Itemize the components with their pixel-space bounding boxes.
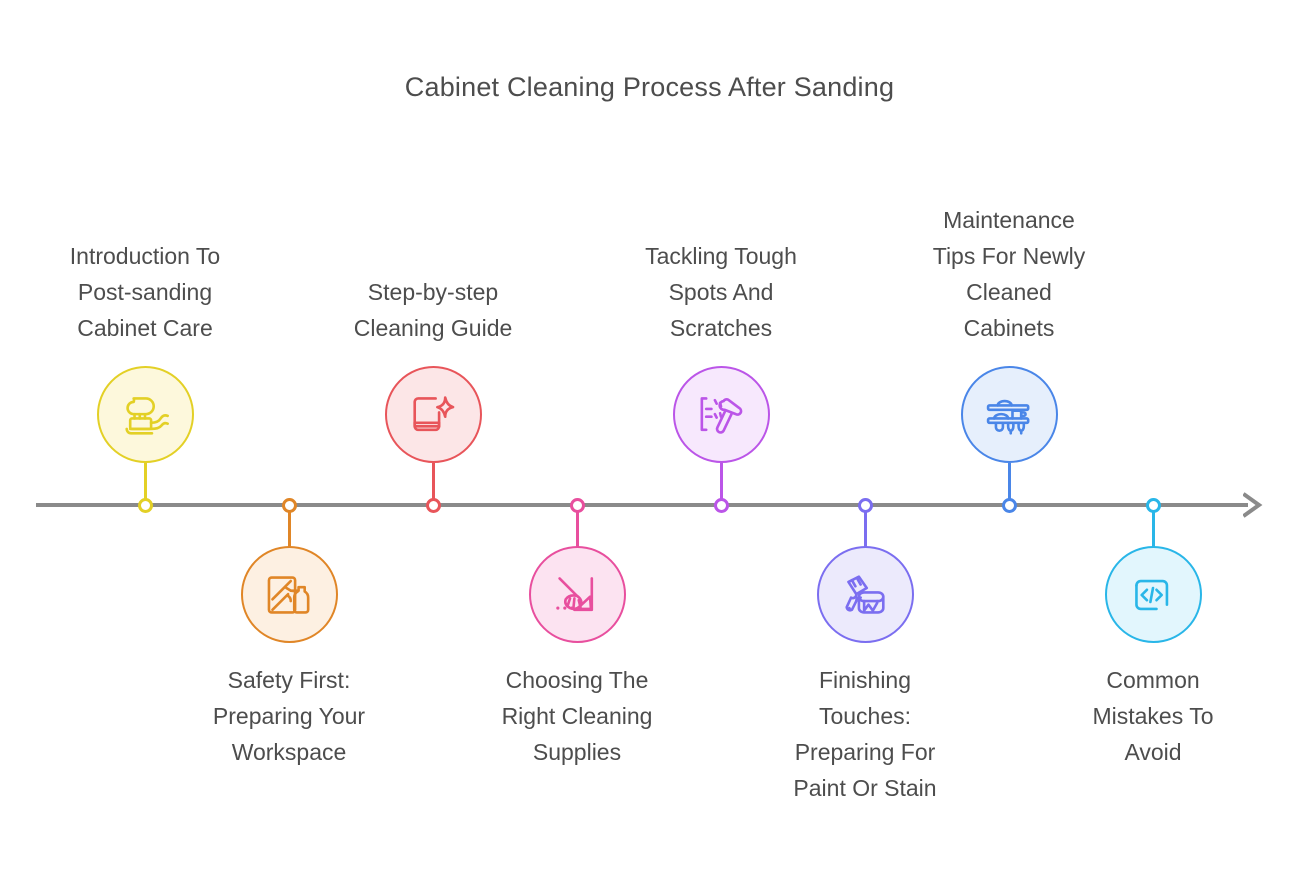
node-icon-bubble[interactable] (528, 546, 626, 643)
node-axis-dot[interactable] (713, 497, 729, 513)
node-label: Safety First: Preparing Your Workspace (212, 667, 366, 765)
timeline-arrow-right-icon (1243, 492, 1263, 518)
node-axis-dot[interactable] (425, 497, 441, 513)
node-icon-bubble[interactable] (384, 366, 482, 463)
node-axis-dot[interactable] (1145, 497, 1161, 513)
timeline-axis (36, 503, 1248, 507)
node-label: Introduction To Post-sanding Cabinet Car… (69, 243, 221, 341)
node-connector-stem (863, 505, 867, 547)
cloth-sparkle-icon (413, 395, 455, 431)
node-icon-bubble[interactable] (816, 546, 914, 643)
node-label: Step-by-step Cleaning Guide (353, 279, 513, 341)
node-label: Maintenance Tips For Newly Cleaned Cabin… (932, 207, 1086, 341)
spray-bottle-surface-icon (267, 575, 310, 614)
node-connector-stem (431, 463, 435, 505)
hammer-chisel-icon (700, 396, 743, 434)
node-connector-stem (719, 463, 723, 505)
node-connector-stem (575, 505, 579, 547)
node-axis-dot[interactable] (569, 497, 585, 513)
broom-sweep-icon (556, 576, 594, 611)
code-brackets-icon (1135, 579, 1169, 610)
node-axis-dot[interactable] (1001, 497, 1017, 513)
paintbrush-can-icon (845, 574, 885, 614)
node-axis-dot[interactable] (857, 497, 873, 513)
node-label: Choosing The Right Cleaning Supplies (501, 667, 653, 765)
page-title: Cabinet Cleaning Process After Sanding (404, 72, 895, 102)
node-label: Tackling Tough Spots And Scratches (645, 243, 797, 341)
node-icon-bubble[interactable] (96, 366, 194, 463)
node-icon-bubble[interactable] (672, 366, 770, 463)
node-connector-stem (287, 505, 291, 547)
toothbrush-paste-icon (125, 396, 169, 435)
node-label: Finishing Touches: Preparing For Paint O… (793, 667, 937, 801)
node-connector-stem (1151, 505, 1155, 547)
node-icon-bubble[interactable] (1104, 546, 1202, 643)
node-connector-stem (143, 463, 147, 505)
node-axis-dot[interactable] (137, 497, 153, 513)
node-icon-bubble[interactable] (240, 546, 338, 643)
node-label: Common Mistakes To Avoid (1092, 667, 1214, 765)
node-icon-bubble[interactable] (960, 366, 1058, 463)
kitchen-shelf-dishes-icon (986, 399, 1030, 435)
node-connector-stem (1007, 463, 1011, 505)
node-axis-dot[interactable] (281, 497, 297, 513)
